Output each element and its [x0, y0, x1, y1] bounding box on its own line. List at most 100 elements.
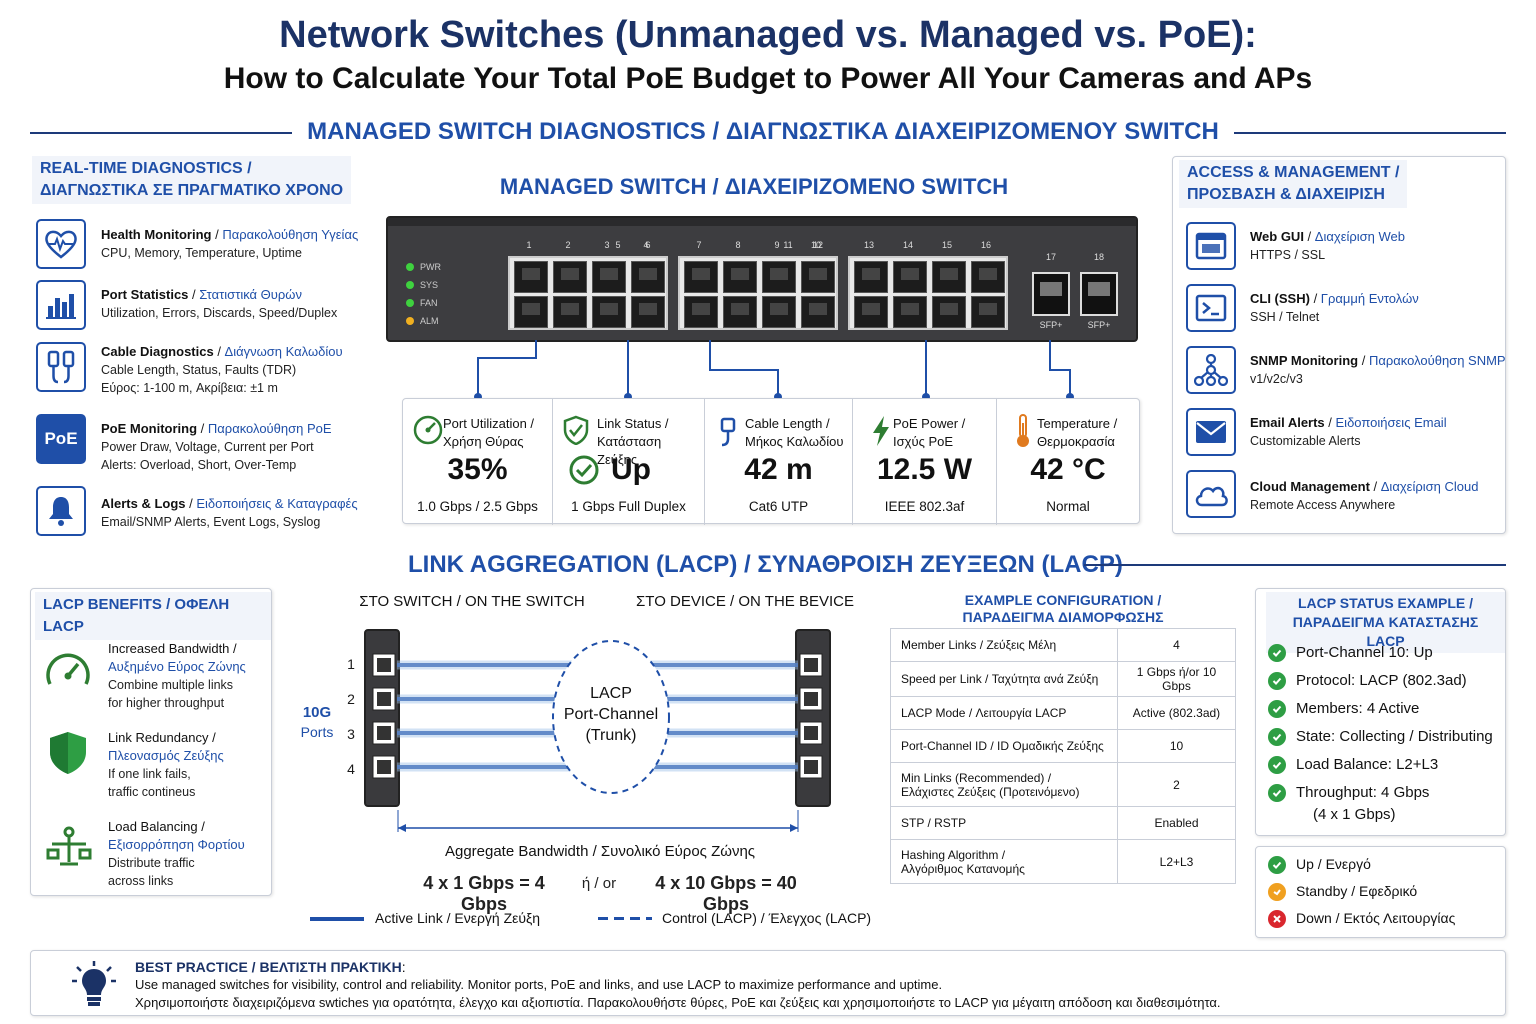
cable-diagnostics-text: Cable Diagnostics / Διάγνωση Καλωδίου Ca… — [101, 344, 343, 395]
metric-link-status: Link Status /Κατάσταση Ζεύξης Up 1 Gbps … — [553, 399, 705, 525]
lacp-section-title: LINK AGGREGATION (LACP) / ΣΥΝΑΘΡΟΙΣΗ ΖΕΥ… — [408, 551, 1123, 578]
heart-monitor-icon — [36, 219, 86, 269]
terminal-icon — [1186, 284, 1236, 332]
browser-window-icon — [1186, 222, 1236, 270]
config-value: 1 Gbps ή/or 10 Gbps — [1117, 661, 1236, 697]
cloud-icon — [1186, 470, 1236, 518]
rj45-port[interactable] — [592, 261, 626, 293]
rj45-port[interactable] — [553, 261, 587, 293]
rj45-port[interactable] — [723, 296, 757, 328]
port-statistics-item — [36, 280, 86, 330]
rj45-port[interactable] — [592, 296, 626, 328]
config-key: Port-Channel ID / ID Ομαδικής Ζεύξης — [890, 729, 1118, 763]
rj45-port[interactable] — [932, 296, 966, 328]
sfp-port-18[interactable] — [1080, 272, 1118, 316]
rj45-port[interactable] — [971, 296, 1005, 328]
switch-side-label: ΣΤΟ SWITCH / ON THE SWITCH — [359, 593, 585, 610]
port-number: 14 — [902, 240, 913, 250]
legend-active-line — [310, 917, 364, 921]
config-value: 4 — [1117, 628, 1236, 662]
rj45-port[interactable] — [801, 261, 835, 293]
rj45-port[interactable] — [514, 296, 548, 328]
poe-monitoring-text: PoE Monitoring / Παρακολούθηση PoE Power… — [101, 421, 332, 472]
sfp-port-17[interactable] — [1032, 272, 1070, 316]
page-title: Network Switches (Unmanaged vs. Managed … — [279, 14, 1257, 56]
link-number-2: 2 — [347, 691, 355, 707]
legend-control-label: Control (LACP) / Έλεγχος (LACP) — [662, 910, 872, 926]
page-subtitle: How to Calculate Your Total PoE Budget t… — [223, 62, 1313, 95]
alerts-logs-text: Alerts & Logs / Ειδοποιήσεις & Καταγραφέ… — [101, 496, 358, 529]
alerts-logs-item — [36, 486, 86, 536]
best-practice-head: BEST PRACTICE / ΒΕΛΤΙΣΤΗ ΠΡΑΚΤΙΚΗ: — [135, 959, 406, 975]
config-row: Min Links (Recommended) /Ελάχιστες Ζεύξε… — [890, 762, 1236, 807]
rj45-port[interactable] — [514, 261, 548, 293]
rj45-port[interactable] — [684, 261, 718, 293]
thermometer-icon — [1013, 413, 1033, 454]
device-side-label: ΣΤΟ DEVICE / ON THE BEVICE — [636, 593, 854, 610]
port-number: 16 — [980, 240, 991, 250]
network-tree-icon — [1186, 346, 1236, 394]
lacp-status-line: Load Balance: L2+L3 — [1268, 751, 1504, 779]
rj45-port[interactable] — [893, 261, 927, 293]
lightbulb-icon — [71, 961, 117, 1014]
rj45-port[interactable] — [854, 296, 888, 328]
switch-title: MANAGED SWITCH / ΔΙΑΧΕΙΡΙΖΟΜΕΝΟ SWITCH — [499, 174, 1009, 199]
rj45-port[interactable] — [932, 261, 966, 293]
best-practice-line-en: Use managed switches for visibility, con… — [135, 977, 943, 992]
cli-text: CLI (SSH) / Γραμμή Εντολών SSH / Telnet — [1250, 291, 1419, 324]
rj45-port[interactable] — [893, 296, 927, 328]
realtime-diagnostics-panel: REAL-TIME DIAGNOSTICS / ΔΙΑΓΝΩΣΤΙΚΑ ΣΕ Π… — [30, 156, 360, 536]
lacp-section-rule — [1084, 564, 1506, 566]
best-practice-panel: BEST PRACTICE / ΒΕΛΤΙΣΤΗ ΠΡΑΚΤΙΚΗ: Use m… — [30, 950, 1506, 1016]
port-number: 1 — [526, 240, 532, 250]
port-number: 10 — [810, 240, 821, 250]
rj45-port[interactable] — [553, 296, 587, 328]
throughput-detail: (4 x 1 Gbps) — [1313, 806, 1396, 823]
metric-cable-length: Cable Length /Μήκος Καλωδίου 42 m Cat6 U… — [705, 399, 853, 525]
config-value: 2 — [1117, 762, 1236, 807]
poe-icon: PoE — [36, 414, 86, 464]
rj45-port[interactable] — [723, 261, 757, 293]
led-pwr: PWR — [406, 258, 441, 276]
best-practice-line-gr: Χρησιμοποιήστε διαχειριζόμενα swtiches γ… — [135, 995, 1221, 1010]
check-circle-icon — [563, 415, 589, 450]
ports-speed-label: 10G — [302, 704, 332, 721]
benefits-head: LACP BENEFITS / ΟΦΕΛΗ LACP — [35, 592, 271, 640]
gauge-icon — [413, 415, 443, 450]
rj45-port[interactable] — [631, 296, 665, 328]
check-circle-icon — [1268, 728, 1286, 746]
bar-chart-icon — [36, 280, 86, 330]
x-circle-icon — [1268, 909, 1286, 928]
section-rule-left — [30, 132, 292, 134]
cloud-management-text: Cloud Management / Διαχείριση Cloud Remo… — [1250, 479, 1479, 512]
check-circle-icon — [1268, 756, 1286, 774]
rj45-port[interactable] — [971, 261, 1005, 293]
web-gui-item — [1186, 222, 1236, 270]
rj45-port[interactable] — [801, 296, 835, 328]
rj45-port[interactable] — [854, 261, 888, 293]
port-group — [508, 256, 668, 330]
lacp-status-line: Port-Channel 10: Up — [1268, 639, 1504, 667]
health-monitoring-item — [36, 219, 86, 269]
check-circle-icon — [1268, 855, 1286, 874]
link-number-3: 3 — [347, 726, 355, 742]
rj45-port[interactable] — [762, 261, 796, 293]
lacp-status-line: Throughput: 4 Gbps — [1268, 779, 1504, 807]
config-key: Speed per Link / Ταχύτητα ανά Ζεύξη — [890, 661, 1118, 697]
bolt-icon — [871, 415, 891, 452]
rj45-port[interactable] — [631, 261, 665, 293]
rj45-port[interactable] — [762, 296, 796, 328]
realtime-panel-head: REAL-TIME DIAGNOSTICS / ΔΙΑΓΝΩΣΤΙΚΑ ΣΕ Π… — [32, 156, 352, 204]
metric-temperature: Temperature /Θερμοκρασία 42 °C Normal — [997, 399, 1139, 525]
port-number: 2 — [565, 240, 571, 250]
rj45-port[interactable] — [684, 296, 718, 328]
port-number: 15 — [941, 240, 952, 250]
switch-connector-lines — [474, 340, 1074, 401]
led-fan: FAN — [406, 294, 441, 312]
access-panel-head: ACCESS & MANAGEMENT / ΠΡΟΣΒΑΣΗ & ΔΙΑΧΕΙΡ… — [1179, 160, 1408, 208]
benefit-redundancy: Link Redundancy / Πλεονασμός Ζεύξης If o… — [108, 730, 224, 799]
speedometer-icon — [44, 648, 92, 697]
